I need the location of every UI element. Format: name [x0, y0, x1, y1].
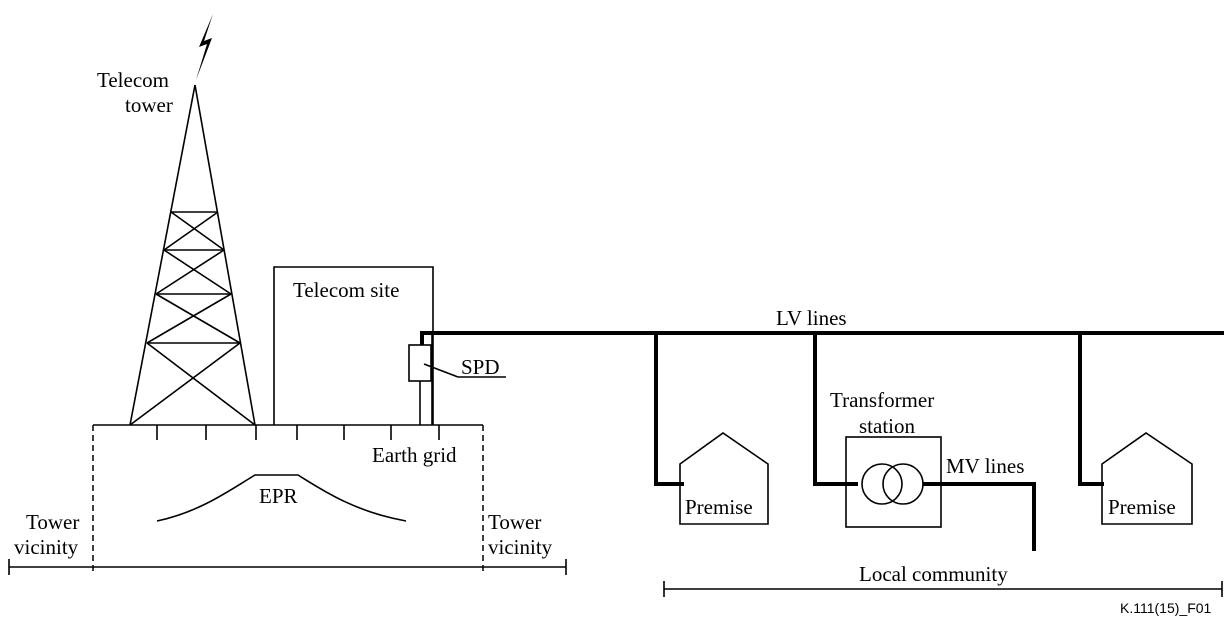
- tower-vicinity-left-line2: vicinity: [14, 535, 79, 559]
- epr-curve: [156, 474, 407, 522]
- tower-vicinity-left-line1: Tower: [26, 510, 79, 534]
- tower-vicinity-dimension: [8, 559, 567, 575]
- tower-vicinity-right-line1: Tower: [488, 510, 541, 534]
- earth-grid-label: Earth grid: [372, 443, 457, 467]
- figure-id: K.111(15)_F01: [1120, 600, 1212, 616]
- epr-label: EPR: [259, 484, 298, 508]
- transformer-station-label-line2: station: [859, 414, 915, 438]
- premise-left-label: Premise: [685, 495, 753, 519]
- spd-label: SPD: [461, 355, 500, 379]
- telecom-site-building: [273, 266, 434, 425]
- lv-lines-label: LV lines: [776, 306, 847, 330]
- telecom-tower: [129, 84, 256, 426]
- tower-vicinity-right-line2: vicinity: [488, 535, 553, 559]
- premise-right: [1101, 432, 1193, 525]
- earth-grid: [92, 424, 484, 575]
- local-community-dimension: [663, 581, 1223, 597]
- premise-left: [679, 432, 769, 525]
- transformer-symbol-icon: [861, 463, 924, 505]
- lightning-bolt-icon: [196, 14, 213, 80]
- spd-device: [408, 334, 506, 425]
- mv-lines-label: MV lines: [946, 454, 1024, 478]
- telecom-site-label: Telecom site: [293, 278, 399, 302]
- lv-lines: [420, 331, 1224, 486]
- telecom-tower-label-line2: tower: [125, 93, 173, 117]
- local-community-label: Local community: [859, 562, 1008, 586]
- transformer-station-label-line1: Transformer: [830, 388, 934, 412]
- mv-lines: [923, 482, 1036, 551]
- telecom-tower-label-line1: Telecom: [97, 68, 169, 92]
- premise-right-label: Premise: [1108, 495, 1176, 519]
